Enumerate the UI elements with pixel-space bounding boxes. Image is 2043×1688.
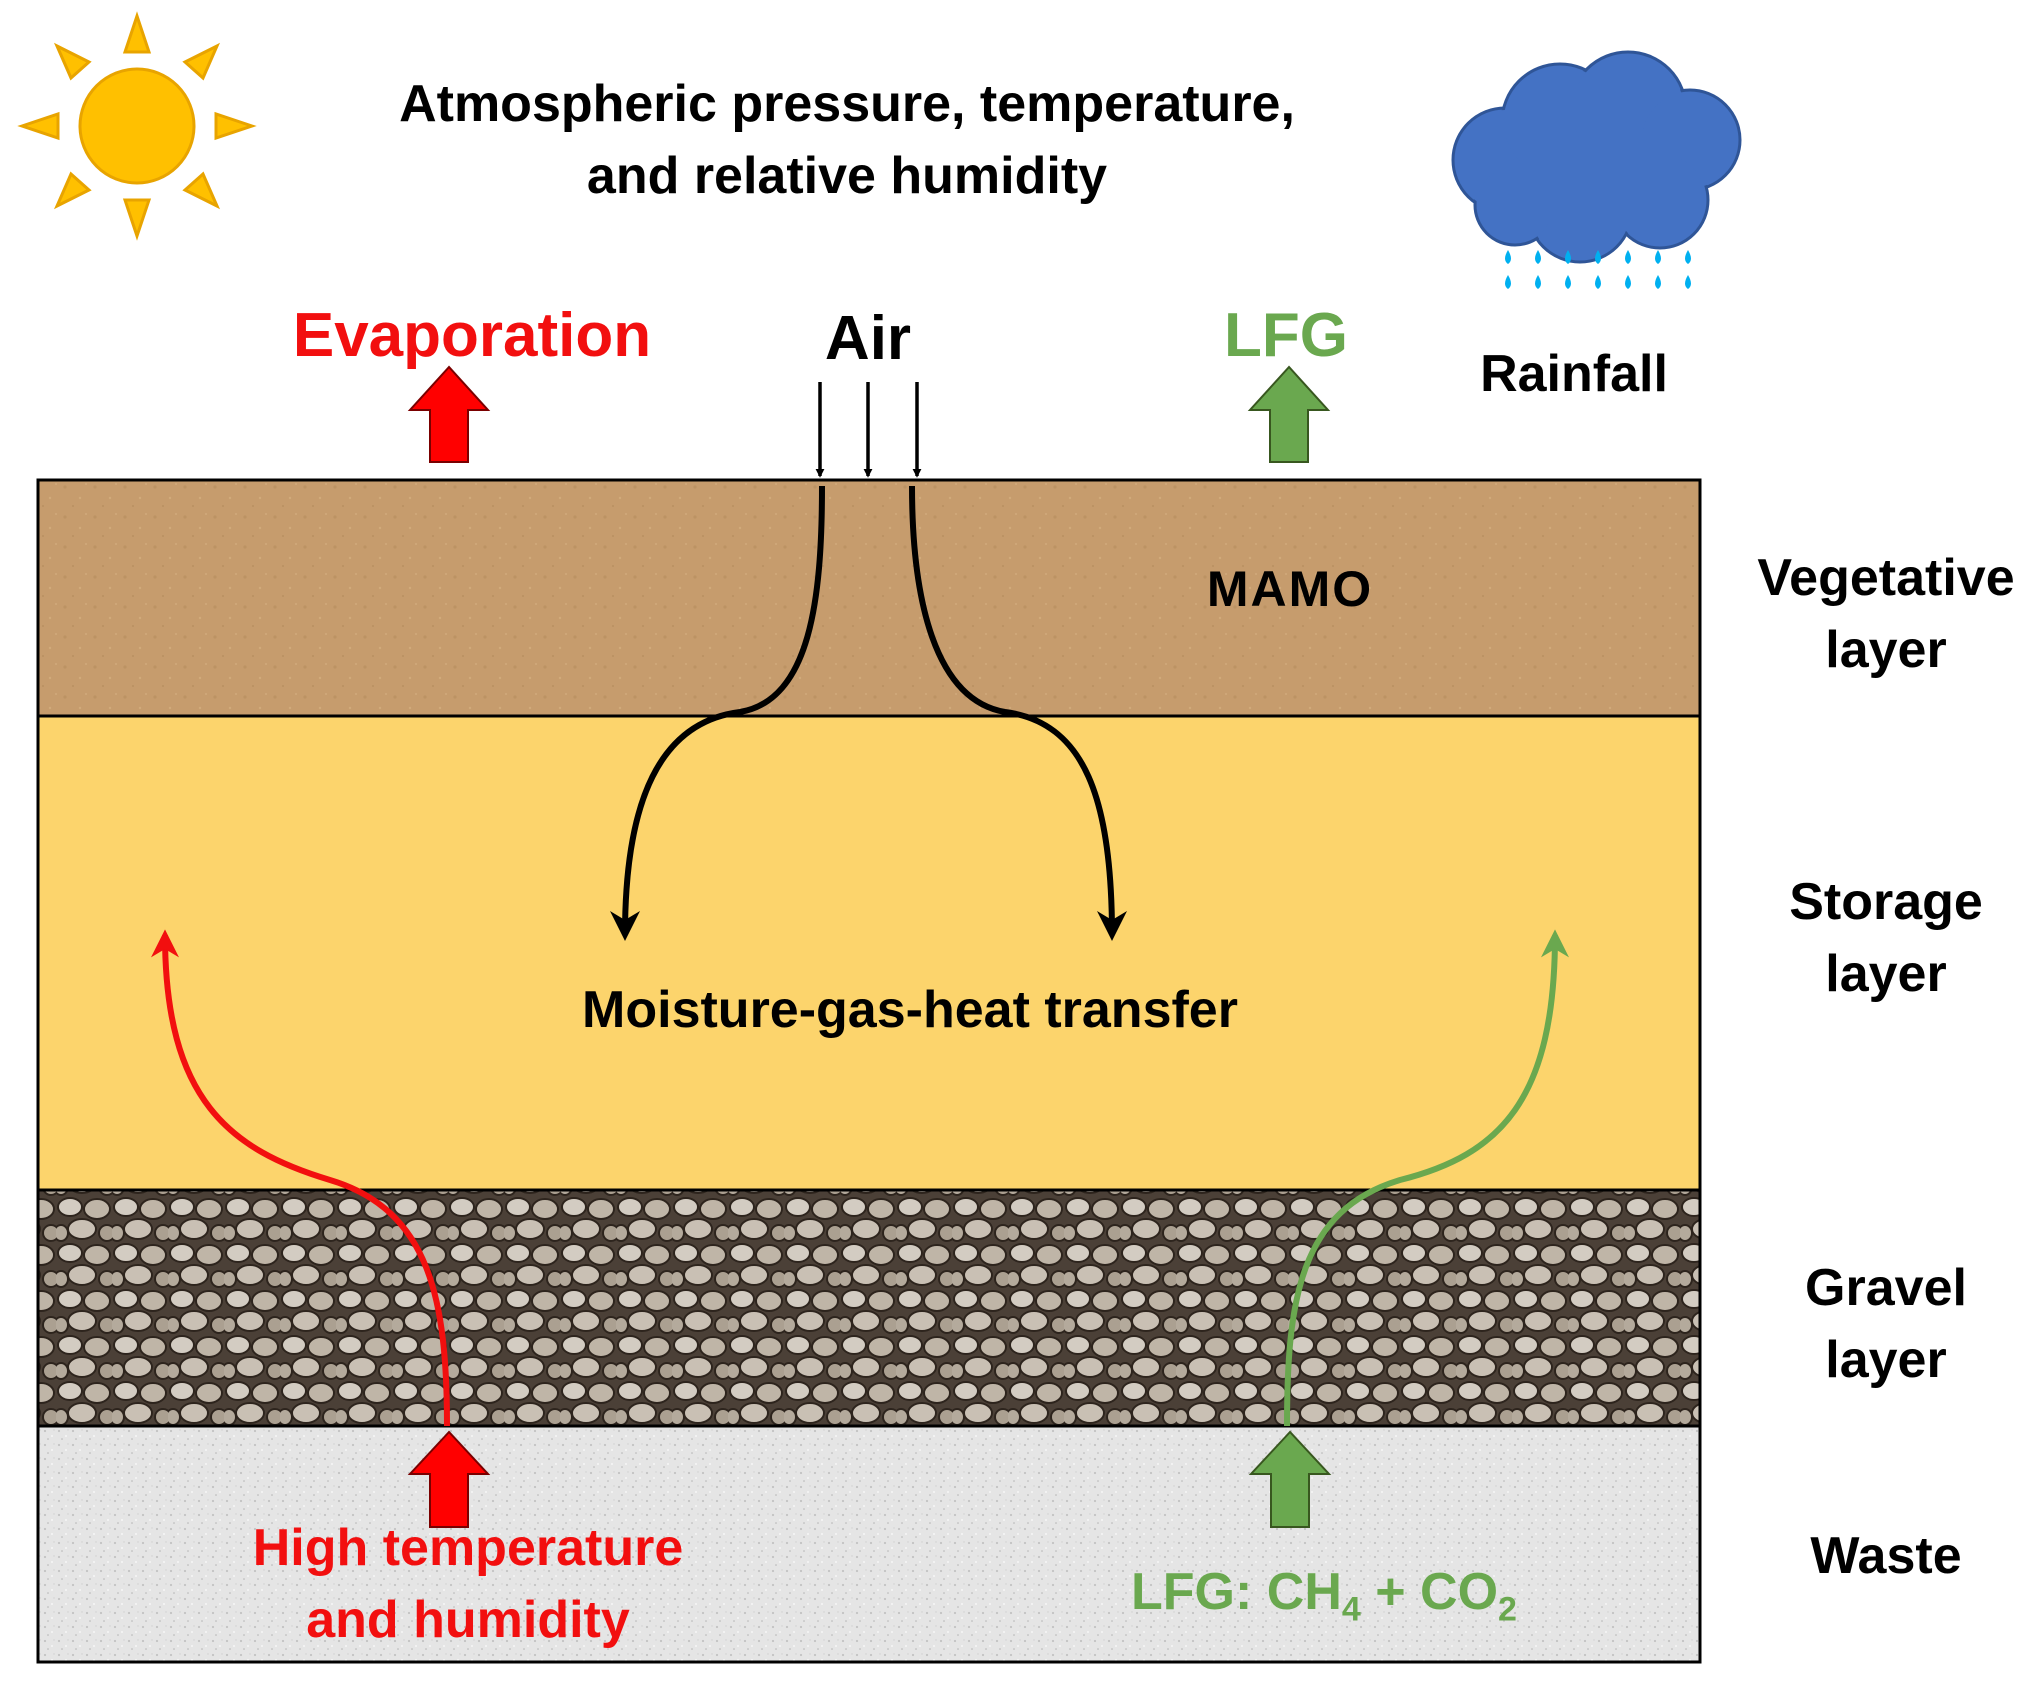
- heat-source-up-arrow: [407, 1430, 491, 1528]
- storage-layer-label: Storage layer: [1789, 866, 1983, 1010]
- rainfall-label: Rainfall: [1480, 345, 1668, 403]
- rain-drops-icon: [1505, 250, 1691, 289]
- layer-boundaries: [38, 714, 1700, 1428]
- ch4-subscript: 4: [1341, 1590, 1361, 1629]
- air-inflow-arrows: [815, 382, 922, 478]
- waste-layer: [38, 1426, 1700, 1662]
- mamo-label: MAMO: [1206, 561, 1374, 617]
- storage-layer-line1: Storage: [1789, 873, 1983, 931]
- vegetative-layer: [38, 480, 1700, 716]
- sun-icon: [17, 11, 257, 241]
- storage-layer: [38, 716, 1700, 1190]
- lfg-source-up-arrow: [1248, 1430, 1332, 1528]
- profile-border: [36, 478, 1702, 1664]
- gravel-layer-line1: Gravel: [1805, 1259, 1967, 1317]
- air-label: Air: [824, 304, 912, 373]
- lfg-label: LFG: [1224, 301, 1348, 370]
- atmospheric-conditions-line2: and relative humidity: [586, 147, 1108, 205]
- evaporation-label: Evaporation: [292, 301, 652, 370]
- co2-subscript: 2: [1498, 1590, 1517, 1629]
- waste-label: Waste: [1810, 1527, 1962, 1585]
- high-temperature-humidity-label: High temperature and humidity: [253, 1512, 684, 1656]
- storage-layer-line2: layer: [1825, 945, 1947, 1003]
- evaporation-up-arrow: [407, 365, 491, 463]
- vegetative-layer-line2: layer: [1825, 621, 1947, 679]
- atmospheric-conditions-label: Atmospheric pressure, temperature, and r…: [399, 68, 1295, 212]
- high-temperature-line2: and humidity: [306, 1591, 630, 1649]
- gravel-layer: [38, 1190, 1700, 1426]
- atmospheric-conditions-line1: Atmospheric pressure, temperature,: [399, 75, 1295, 133]
- high-temperature-line1: High temperature: [252, 1519, 684, 1577]
- lfg-up-arrow: [1247, 365, 1331, 463]
- gravel-layer-label: Gravel layer: [1805, 1252, 1967, 1396]
- gravel-layer-line2: layer: [1825, 1331, 1947, 1389]
- heat-moisture-flow-arrow: [151, 929, 450, 1427]
- moisture-gas-heat-transfer-label: Moisture-gas-heat transfer: [582, 981, 1238, 1039]
- lfg-composition-prefix: LFG: CH: [1131, 1563, 1342, 1621]
- rain-cloud-icon: [1451, 50, 1742, 289]
- vegetative-layer-label: Vegetative layer: [1757, 542, 2014, 686]
- lfg-composition-label: LFG: CH4 + CO2: [1131, 1566, 1517, 1626]
- lfg-composition-mid: + CO: [1360, 1563, 1499, 1621]
- air-flow-left-arrow: [610, 485, 825, 941]
- lfg-flow-arrow: [1284, 929, 1569, 1427]
- air-flow-right-arrow: [909, 485, 1127, 941]
- vegetative-layer-line1: Vegetative: [1757, 549, 2015, 607]
